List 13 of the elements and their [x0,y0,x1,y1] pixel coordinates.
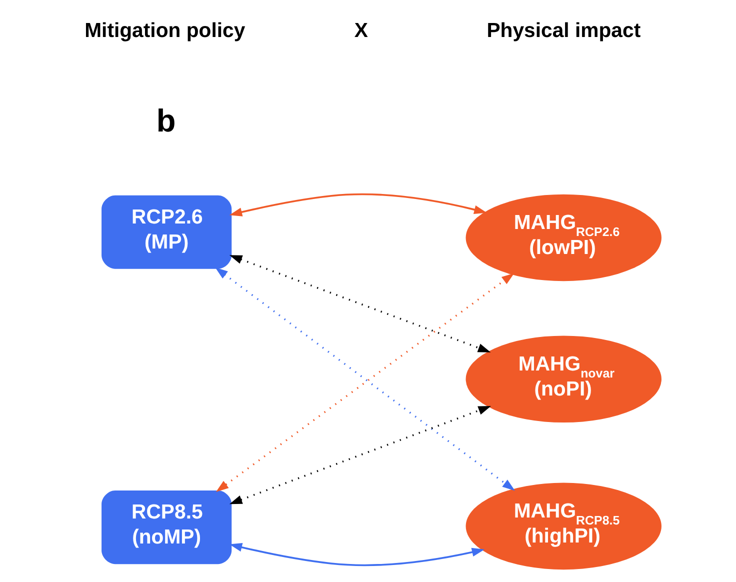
node-box: RCP2.6 (MP) [101,195,232,269]
arrow [228,255,490,352]
arrow [228,542,484,566]
node-ellipse: MAHG$_{RCP2.6}$ (lowPI) [465,194,661,282]
arrow [228,193,486,216]
node-box: RCP8.5 (noMP) [101,490,232,564]
node-ellipse: MAHG$_{novar}$ (noPI) [465,336,661,423]
node-ellipse: MAHG$_{RCP8.5}$ (highPI) [465,482,661,570]
arrow [228,406,491,504]
label: Physical impact [486,20,640,42]
label: X [354,20,368,42]
label: b [156,102,176,138]
label: Mitigation policy [84,20,245,42]
